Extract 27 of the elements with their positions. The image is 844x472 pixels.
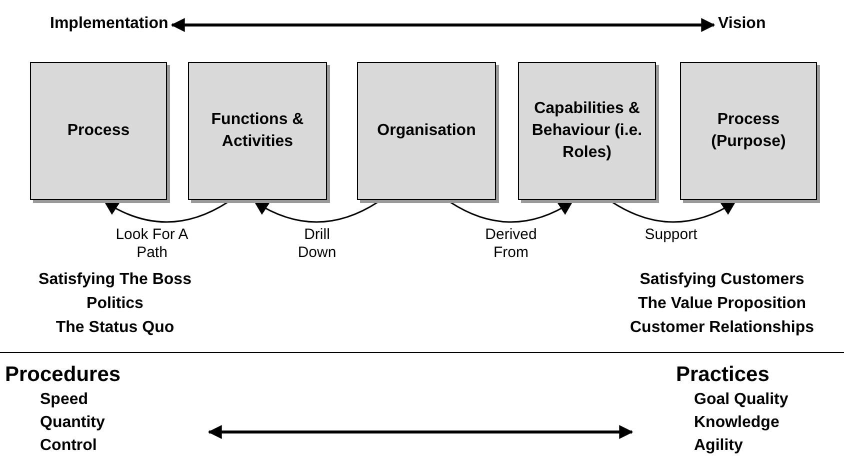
axis-end-label: Vision — [718, 14, 766, 36]
list-item: Speed — [40, 390, 88, 410]
section-heading: Procedures — [5, 362, 121, 388]
process-box: Process (Purpose) — [680, 62, 817, 200]
note-text: Satisfying The Boss — [38, 270, 192, 290]
list-item: Agility — [694, 436, 743, 456]
arrow — [612, 201, 736, 223]
process-box: Process — [30, 62, 167, 200]
list-item: Control — [40, 436, 97, 456]
arrow — [208, 425, 634, 439]
arrow — [104, 201, 228, 223]
note-text: Customer Relationships — [630, 318, 814, 338]
list-item: Knowledge — [694, 413, 780, 433]
process-box: Organisation — [357, 62, 496, 200]
process-box: Functions & Activities — [188, 62, 327, 200]
list-item: Quantity — [40, 413, 105, 433]
note-text: The Value Proposition — [638, 294, 806, 314]
process-box: Capabilities & Behaviour (i.e. Roles) — [518, 62, 656, 200]
arrow — [450, 201, 573, 223]
list-item: Goal Quality — [694, 390, 788, 410]
section-heading: Practices — [676, 362, 770, 388]
note-text: Politics — [86, 294, 144, 314]
note-text: Satisfying Customers — [640, 270, 804, 290]
axis-end-label: Implementation — [50, 14, 168, 36]
note-text: The Status Quo — [56, 318, 174, 338]
arrow — [170, 18, 716, 32]
arrow — [254, 201, 378, 223]
